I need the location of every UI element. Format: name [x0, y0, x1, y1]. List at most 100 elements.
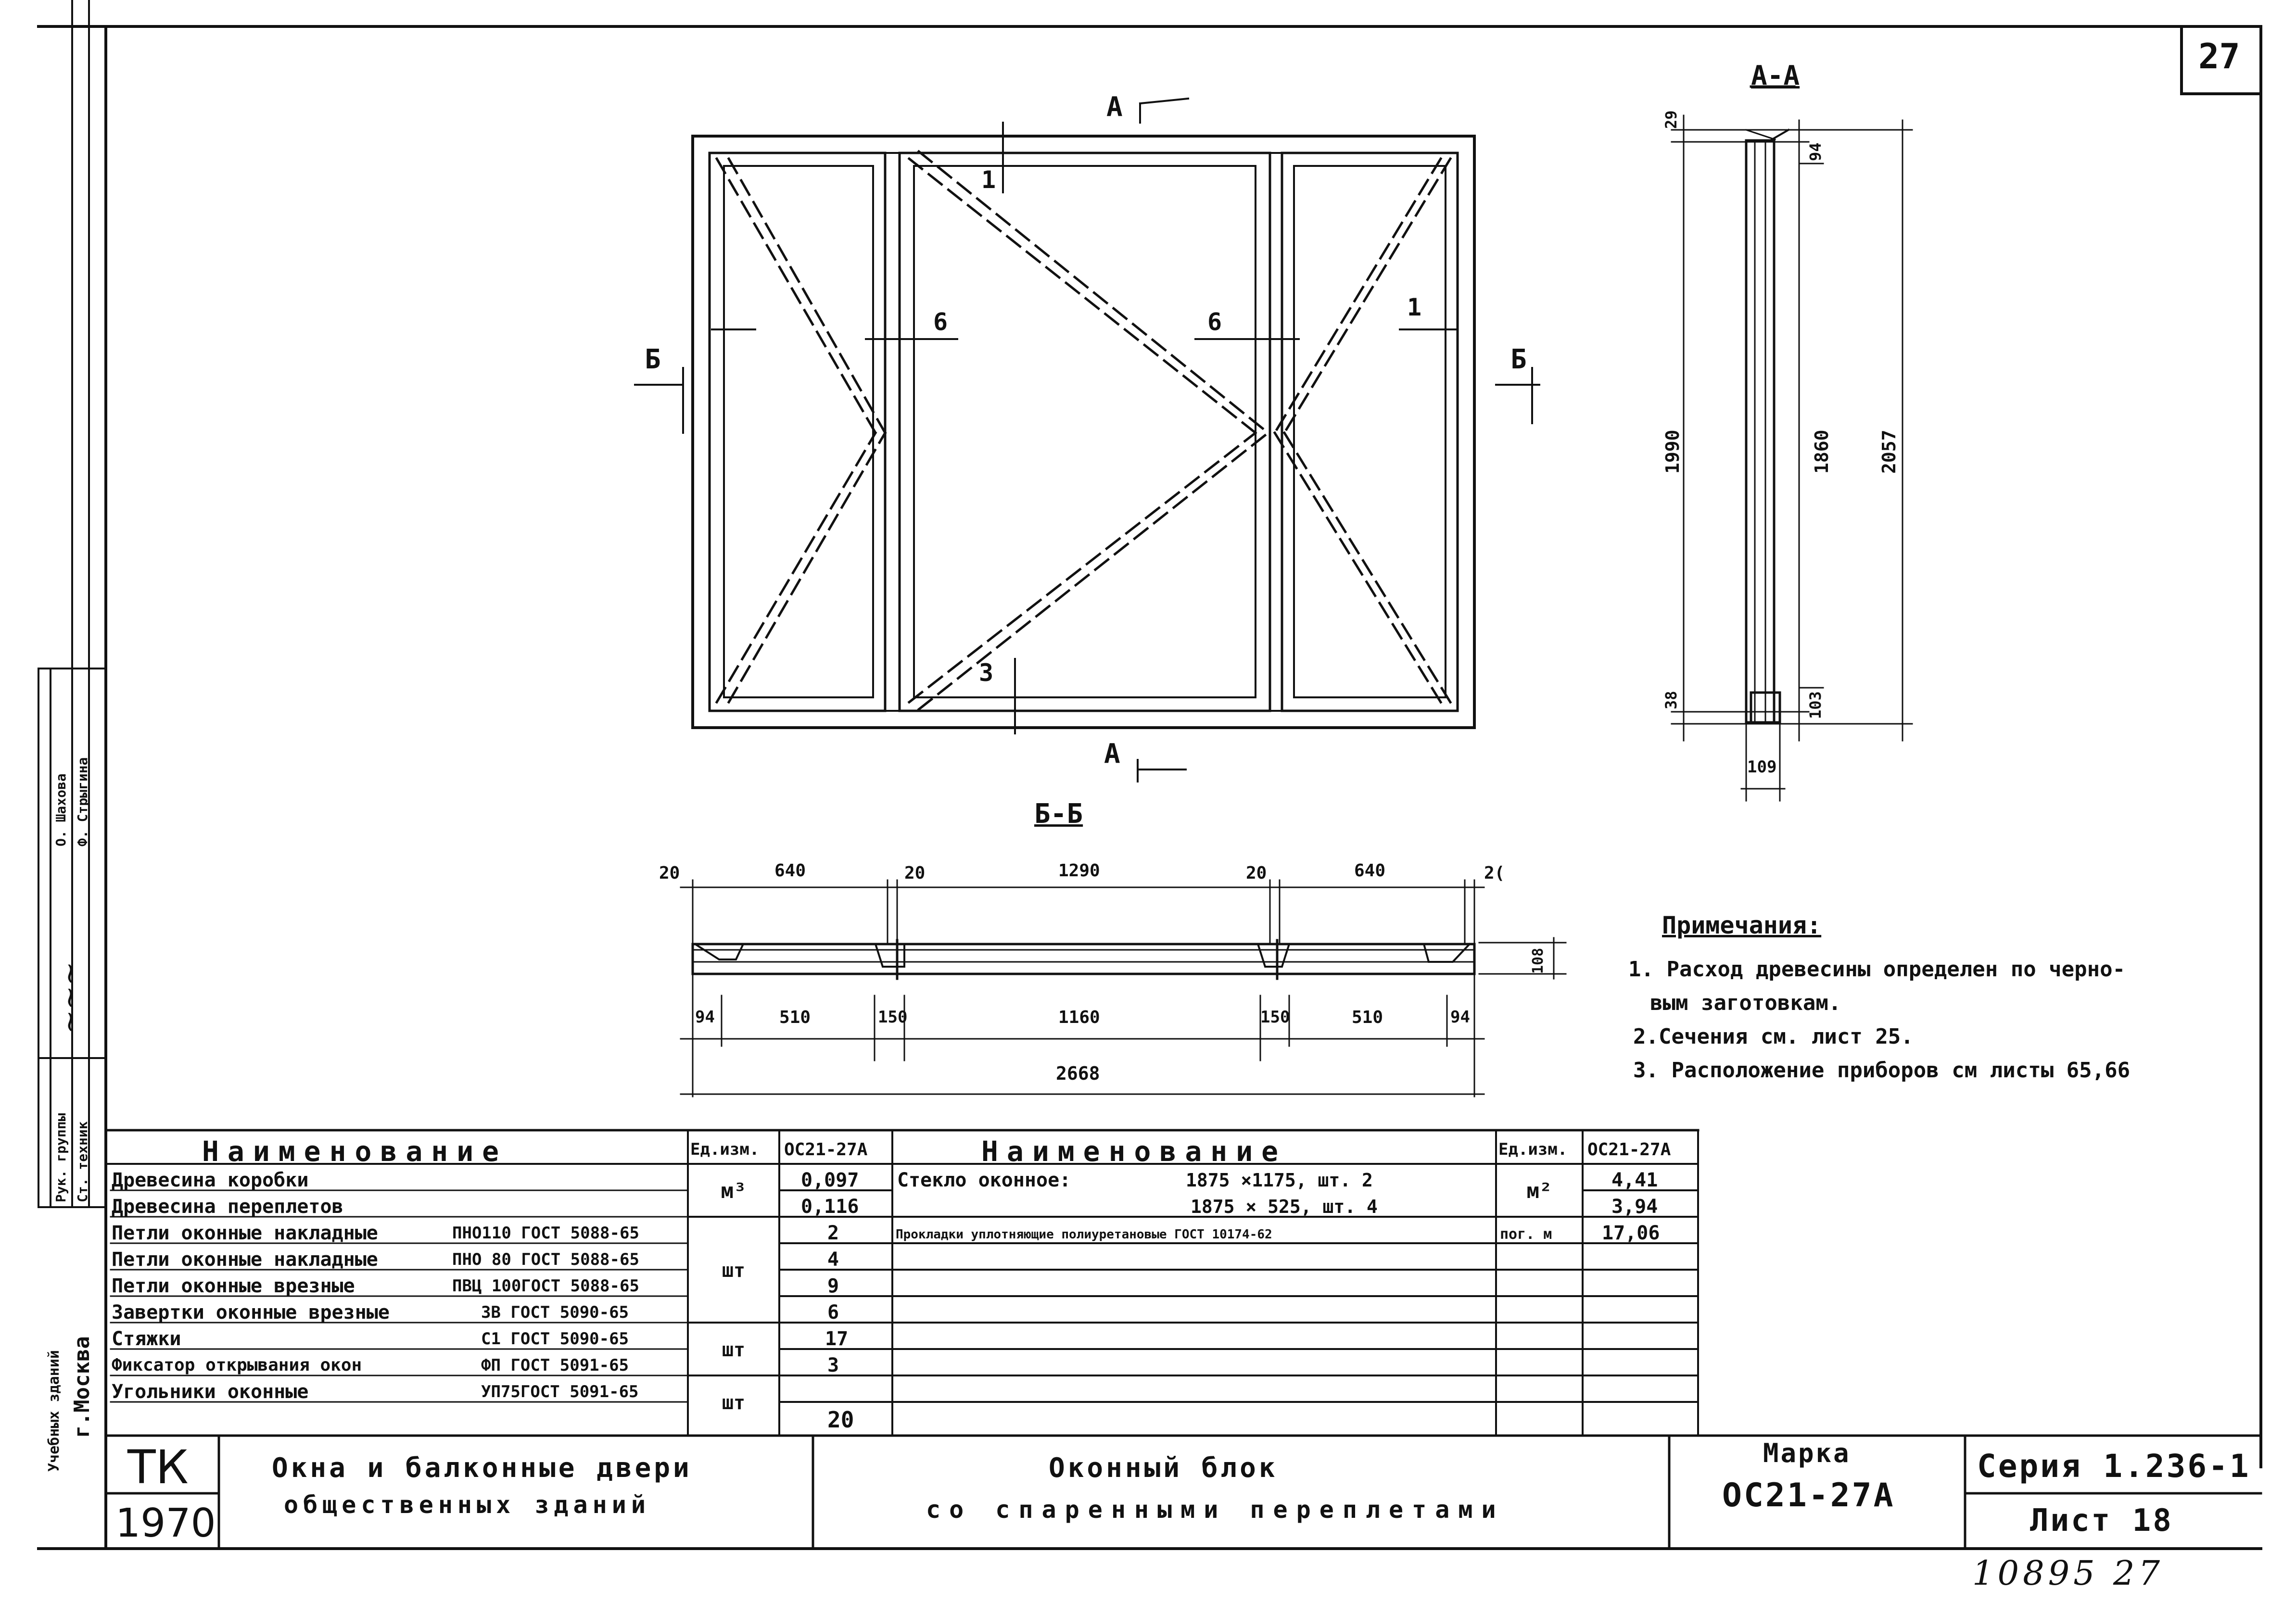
sheet-number: 27: [2198, 36, 2240, 76]
aa-dim-1860: 1860: [1811, 429, 1832, 474]
side-stamp-org: Учебных зданий: [46, 1350, 63, 1472]
mark-6-left: 6: [933, 308, 948, 336]
spec-header-unit-right: Ед.изм.: [1498, 1140, 1568, 1159]
spec-left-row-6-gost: ЗВ ГОСТ 5090-65: [481, 1303, 629, 1322]
sheet-frame: [37, 25, 2262, 1550]
side-stamp-name-2: Ф. Стрыгина: [75, 757, 90, 846]
spec-header-name-right: Наименование: [981, 1135, 1287, 1168]
spec-left-row-6-name: Завертки оконные врезные: [112, 1301, 390, 1324]
spec-left-row-1-name: Древесина коробки: [112, 1169, 309, 1191]
spec-left-row-4-gost: ПНО 80 ГОСТ 5088-65: [452, 1250, 639, 1269]
title-code: ТК: [127, 1440, 189, 1494]
spec-left-row-7-gost: С1 ГОСТ 5090-65: [481, 1329, 629, 1349]
spec-left-unit-pieces-3: шт: [722, 1392, 746, 1414]
section-bb-title: Б-Б: [1034, 798, 1083, 830]
spec-left-unit-m3: м³: [721, 1179, 747, 1203]
side-stamp-role-1: Рук. группы: [53, 1113, 69, 1202]
spec-header-mark-right: ОС21-27А: [1587, 1140, 1671, 1160]
aa-dim-1990: 1990: [1662, 429, 1683, 474]
spec-left-row-5-name: Петли оконные врезные: [112, 1275, 355, 1297]
opening-lines: [715, 150, 1452, 711]
spec-right-row-1-qty: 4,41: [1611, 1169, 1658, 1191]
title-drawing-line-1: Оконный блок: [1049, 1452, 1278, 1484]
spec-left-unit-pieces-2: шт: [722, 1339, 746, 1361]
mark-1-top: 1: [981, 166, 996, 194]
section-aa: [1745, 85, 1796, 724]
mark-section-a-top: А: [1106, 91, 1123, 123]
bb-bottom-dim-7: 94: [1450, 1008, 1470, 1027]
spec-left-row-9-gost: УП75ГОСТ 5091-65: [481, 1382, 639, 1401]
aa-dim-29: 29: [1662, 110, 1680, 129]
mark-6-right: 6: [1207, 308, 1222, 336]
mark-section-b-right: Б: [1510, 344, 1527, 375]
title-block-lines: [104, 1434, 2262, 1550]
spec-right-row-2-qty: 3,94: [1611, 1196, 1658, 1218]
side-stamp-lines: [38, 0, 107, 1208]
spec-left-row-4-qty: 4: [827, 1249, 839, 1271]
section-bb: [691, 939, 1476, 980]
spec-left-row-9-qty: 20: [827, 1407, 854, 1433]
mark-section-a-bottom: А: [1104, 738, 1120, 769]
spec-right-row-3-qty: 17,06: [1602, 1222, 1660, 1244]
spec-right-unit-m2: м²: [1526, 1179, 1552, 1203]
bb-total-dim: 2668: [1056, 1063, 1100, 1084]
spec-right-row-2-spec: 1875 × 525, шт. 4: [1191, 1196, 1378, 1217]
spec-left-row-3-qty: 2: [827, 1222, 839, 1244]
title-sheet: Лист 18: [2030, 1503, 2173, 1539]
aa-dim-2057: 2057: [1878, 429, 1900, 474]
spec-right-row-1-spec: 1875 ×1175, шт. 2: [1186, 1170, 1373, 1191]
handwritten-number: 10895 27: [1972, 1553, 2164, 1593]
bb-top-dim-2: 640: [774, 861, 806, 881]
title-project-line-2: общественных зданий: [284, 1491, 650, 1519]
bb-bottom-dim-5: 150: [1260, 1008, 1290, 1027]
section-aa-dims: [1671, 114, 1913, 802]
title-drawing-line-2: со спаренными переплетами: [926, 1496, 1505, 1524]
aa-dim-103: 103: [1806, 691, 1825, 719]
note-line-1: 1. Расход древесины определен по черно-: [1628, 957, 2126, 982]
bb-bottom-dim-6: 510: [1352, 1008, 1383, 1027]
spec-header-mark-left: ОС21-27А: [784, 1140, 868, 1160]
aa-dim-94: 94: [1806, 142, 1825, 161]
spec-header-name-left: Наименование: [202, 1135, 508, 1168]
spec-table-lines: [104, 1129, 1700, 1437]
bb-top-dim-5: 20: [1246, 863, 1267, 883]
spec-right-row-3-unit: пог. м: [1500, 1226, 1552, 1243]
side-stamp-city: г.Москва: [70, 1336, 94, 1438]
aa-dim-38: 38: [1662, 691, 1680, 709]
spec-left-row-8-name: Фиксатор открывания окон: [112, 1355, 362, 1375]
spec-right-row-3-name: Прокладки уплотняющие полиуретановые ГОС…: [896, 1227, 1272, 1242]
spec-left-row-5-gost: ПВЦ 100ГОСТ 5088-65: [452, 1276, 639, 1296]
bb-top-dim-7: 2(: [1484, 863, 1505, 883]
title-year: 1970: [115, 1501, 216, 1546]
bb-top-dim-1: 20: [659, 863, 680, 883]
bb-bottom-dim-1: 94: [695, 1008, 715, 1027]
spec-left-row-4-name: Петли оконные накладные: [112, 1249, 378, 1271]
spec-left-row-5-qty: 9: [827, 1275, 839, 1297]
section-aa-title: А-А: [1751, 60, 1800, 91]
spec-left-row-2-name: Древесина переплетов: [112, 1196, 343, 1218]
spec-right-row-1-name: Стекло оконное:: [897, 1169, 1071, 1191]
mark-1-right: 1: [1407, 293, 1422, 321]
title-series: Серия 1.236-1: [1977, 1448, 2251, 1485]
side-stamp-role-2: Ст. техник: [75, 1121, 90, 1202]
side-stamp-signature-1: ~~~: [53, 961, 87, 1034]
window-elevation: [691, 135, 1476, 729]
cut-lines: [634, 97, 1540, 782]
spec-left-row-7-name: Стяжки: [112, 1328, 181, 1350]
title-project-line-1: Окна и балконные двери: [272, 1452, 692, 1484]
bb-top-dim-3: 20: [904, 863, 926, 883]
spec-left-row-8-qty: 3: [827, 1354, 839, 1376]
notes-title: Примечания:: [1662, 911, 1822, 939]
spec-left-unit-pieces-1: шт: [722, 1260, 746, 1282]
note-line-2: вым заготовкам.: [1650, 991, 1841, 1015]
bb-bottom-dim-2: 510: [779, 1008, 811, 1027]
spec-left-row-7-qty: 17: [825, 1328, 849, 1350]
bb-bottom-dim-4: 1160: [1058, 1008, 1100, 1027]
bb-height-dim: 108: [1530, 947, 1547, 974]
spec-left-row-6-qty: 6: [827, 1301, 839, 1324]
bb-bottom-dim-3: 150: [878, 1008, 908, 1027]
spec-left-row-3-name: Петли оконные накладные: [112, 1222, 378, 1244]
spec-left-row-8-gost: ФП ГОСТ 5091-65: [481, 1356, 629, 1375]
